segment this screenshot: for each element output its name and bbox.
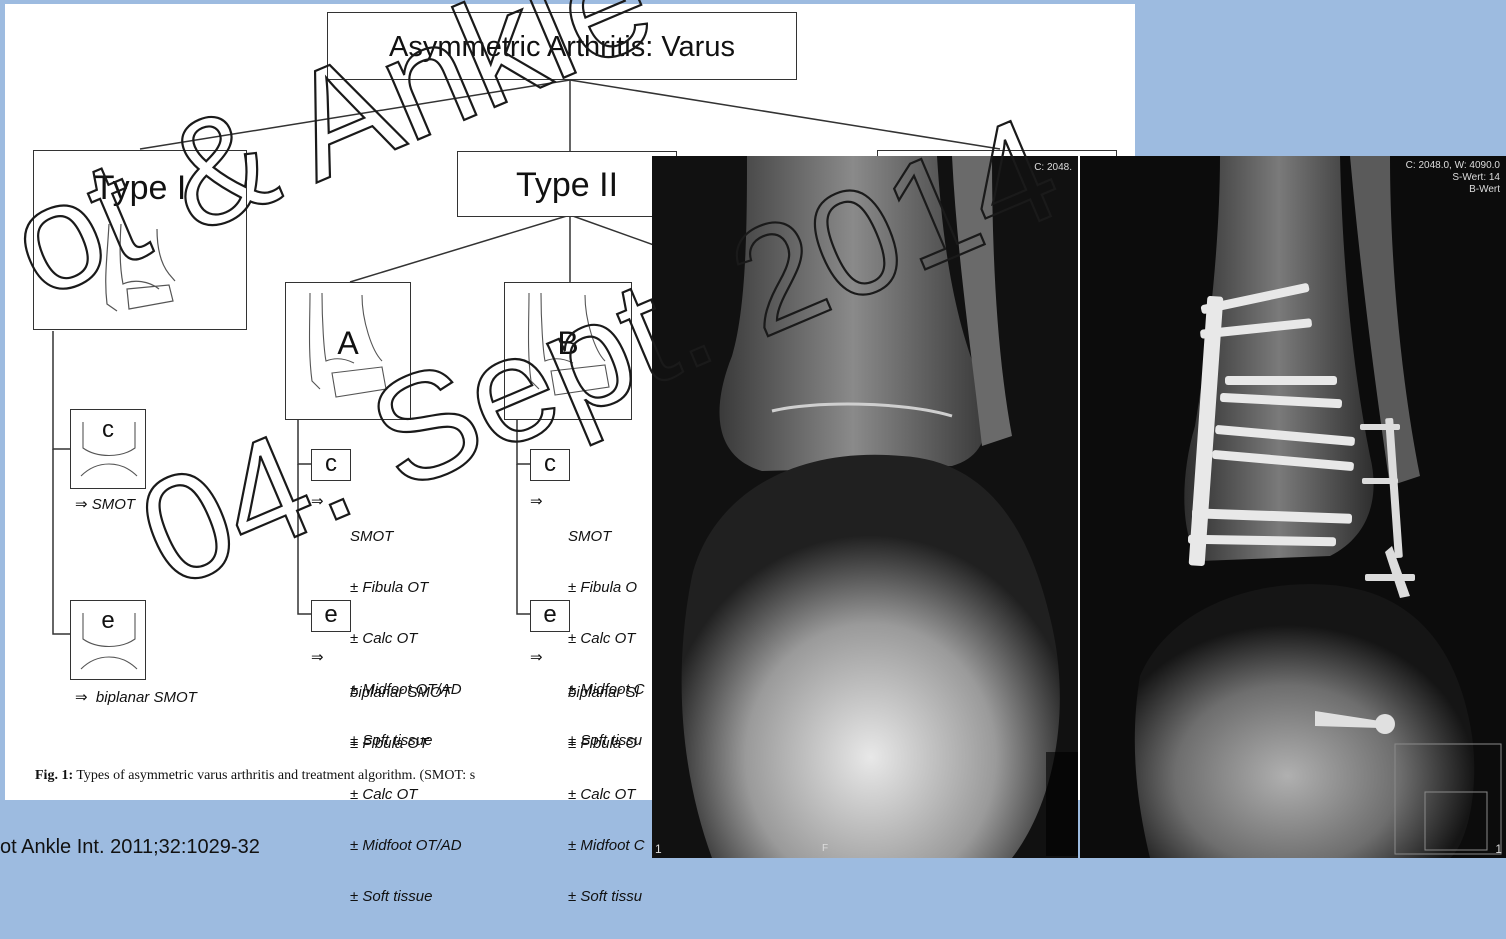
a-e-treatment-list: biplanar SMOT ± Fibula OT ± Calc OT ± Mi… xyxy=(350,650,462,939)
subtype-b-box: B xyxy=(504,282,632,420)
type1-e-box: e xyxy=(70,600,146,680)
figure-caption: Fig. 1: Types of asymmetric varus arthri… xyxy=(35,768,475,784)
b-e-arrow: ⇒ xyxy=(530,649,543,666)
subtype-a-box: A xyxy=(285,282,411,420)
xray-postop-image xyxy=(1080,156,1506,858)
a-c-treatment-2: ± Fibula OT xyxy=(350,579,462,596)
b-c-box: c xyxy=(530,449,570,481)
type1-c-treatment: ⇒ SMOT xyxy=(75,495,135,513)
xray-postop-corner-line2: S-Wert: 14 xyxy=(1406,172,1500,184)
xray-preop-corner-text: C: 2048. xyxy=(1034,162,1072,173)
xray-preop-bottom-mid: F xyxy=(822,843,828,854)
xray-postop-bottom-right: 1 xyxy=(1495,842,1502,856)
b-c-letter: c xyxy=(544,450,556,477)
xray-postop-corner-line1: C: 2048.0, W: 4090.0 xyxy=(1406,160,1500,172)
b-e-letter: e xyxy=(543,601,556,628)
a-e-treatment-3: ± Calc OT xyxy=(350,786,462,803)
type2-label: Type II xyxy=(458,166,676,205)
xray-preop-image xyxy=(652,156,1078,858)
slide: Asymmetric Arthritis: Varus Type I Type … xyxy=(0,0,1506,858)
type1-box: Type I xyxy=(33,150,247,330)
type1-label: Type I xyxy=(34,169,246,208)
a-e-treatment-1: biplanar SMOT xyxy=(350,684,462,701)
b-e-box: e xyxy=(530,600,570,632)
b-e-treatment-2: ± Fibula O xyxy=(568,735,645,752)
b-e-treatment-3: ± Calc OT xyxy=(568,786,645,803)
type2-box: Type II xyxy=(457,151,677,217)
b-c-treatment-2: ± Fibula O xyxy=(568,579,645,596)
b-c-treatment-1: SMOT xyxy=(568,528,645,545)
a-e-arrow: ⇒ xyxy=(311,649,324,666)
ankle-sketch-icon xyxy=(515,291,623,413)
a-c-letter: c xyxy=(325,450,337,477)
xray-preop-bottom-left: 1 xyxy=(655,842,662,856)
a-c-arrow: ⇒ xyxy=(311,493,324,510)
diagram-title: Asymmetric Arthritis: Varus xyxy=(328,31,796,64)
a-c-treatment-3: ± Calc OT xyxy=(350,630,462,647)
b-e-treatment-list: biplanar Sl ± Fibula O ± Calc OT ± Midfo… xyxy=(568,650,645,939)
b-e-treatment-1: biplanar Sl xyxy=(568,684,645,701)
a-c-box: c xyxy=(311,449,351,481)
a-c-treatment-1: SMOT xyxy=(350,528,462,545)
a-e-letter: e xyxy=(324,601,337,628)
type1-e-treatment: ⇒ biplanar SMOT xyxy=(75,688,197,706)
joint-sketch-icon xyxy=(77,418,141,484)
a-e-treatment-5: ± Soft tissue xyxy=(350,888,462,905)
figure-caption-label: Fig. 1: xyxy=(35,768,73,783)
b-e-treatment-4: ± Midfoot C xyxy=(568,837,645,854)
a-e-treatment-4: ± Midfoot OT/AD xyxy=(350,837,462,854)
xray-postop-corner-info: C: 2048.0, W: 4090.0 S-Wert: 14 B-Wert xyxy=(1406,160,1500,196)
a-e-treatment-2: ± Fibula OT xyxy=(350,735,462,752)
a-e-box: e xyxy=(311,600,351,632)
title-box: Asymmetric Arthritis: Varus xyxy=(327,12,797,80)
citation: ot Ankle Int. 2011;32:1029-32 xyxy=(0,836,260,859)
xray-preop: C: 2048. 1 F xyxy=(652,156,1078,858)
ankle-sketch-icon xyxy=(296,291,402,413)
b-c-arrow: ⇒ xyxy=(530,493,543,510)
xray-postop-corner-line3: B-Wert xyxy=(1406,184,1500,196)
type1-c-box: c xyxy=(70,409,146,489)
ankle-sketch-icon xyxy=(89,219,189,319)
b-c-treatment-3: ± Calc OT xyxy=(568,630,645,647)
figure-caption-text: Types of asymmetric varus arthritis and … xyxy=(73,768,475,783)
joint-sketch-icon xyxy=(77,609,141,675)
b-e-treatment-5: ± Soft tissu xyxy=(568,888,645,905)
xray-postop: C: 2048.0, W: 4090.0 S-Wert: 14 B-Wert 1 xyxy=(1080,156,1506,858)
